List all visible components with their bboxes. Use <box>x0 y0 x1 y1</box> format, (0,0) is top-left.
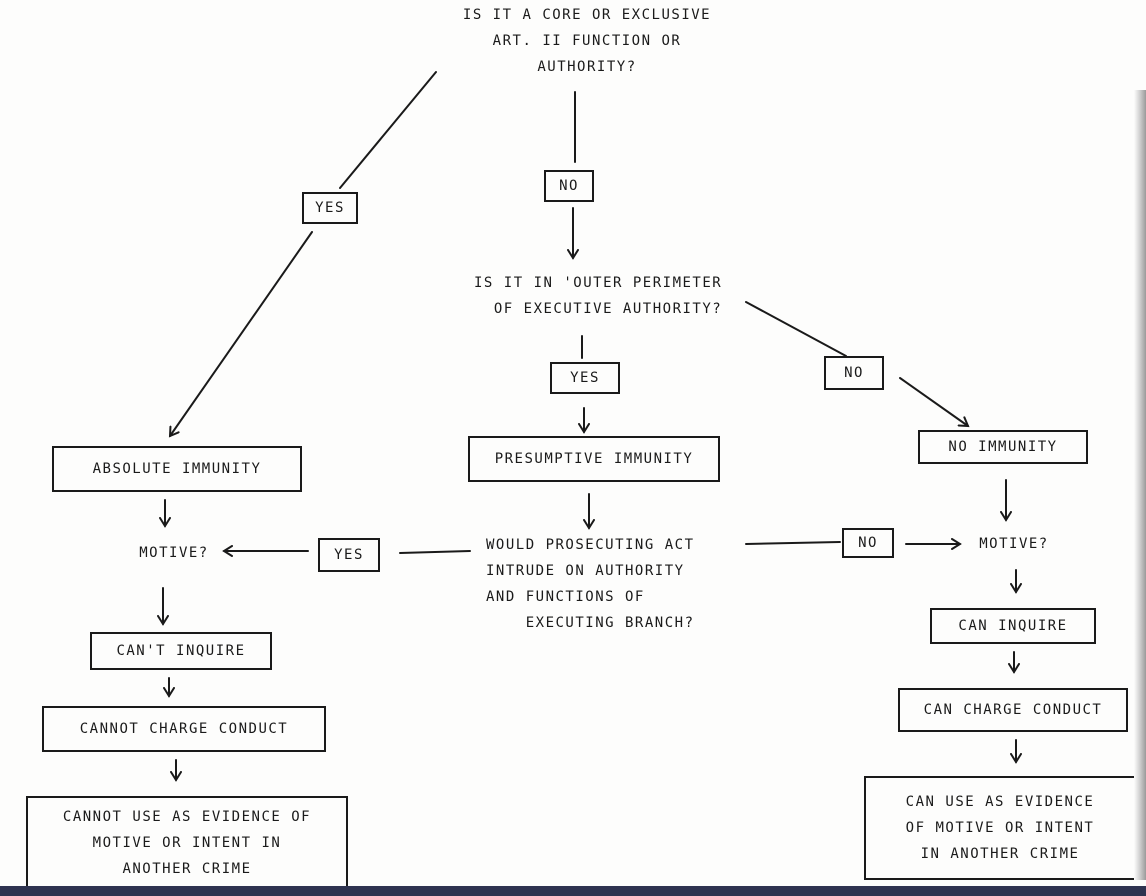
label-no-q3: NO <box>842 528 894 558</box>
bottom-bar <box>0 886 1146 896</box>
paper-edge <box>1134 90 1146 880</box>
label-no-q1: NO <box>544 170 594 202</box>
label-yes-q2: YES <box>550 362 620 394</box>
arrow-yes-to-absolute <box>168 231 313 438</box>
cannot-charge-box: CANNOT CHARGE CONDUCT <box>42 706 326 752</box>
line-q2-to-no <box>745 301 847 357</box>
line-q3-to-no <box>745 541 841 545</box>
question-intrude-on-authority: WOULD PROSECUTING ACT INTRUDE ON AUTHORI… <box>486 537 695 631</box>
label-yes-q1: YES <box>302 192 358 224</box>
label-no-q2: NO <box>824 356 884 390</box>
can-charge-box: CAN CHARGE CONDUCT <box>898 688 1128 732</box>
motive-right: MOTIVE? <box>979 536 1049 552</box>
question-outer-perimeter: IS IT IN 'OUTER PERIMETER OF EXECUTIVE A… <box>474 275 723 317</box>
arrow-no-to-no-immunity <box>899 377 970 428</box>
question-core-function: IS IT A CORE OR EXCLUSIVE ART. II FUNCTI… <box>462 7 712 75</box>
no-immunity-box: NO IMMUNITY <box>918 430 1088 464</box>
absolute-immunity-box: ABSOLUTE IMMUNITY <box>52 446 302 492</box>
line-q3-to-yes <box>399 550 471 554</box>
label-yes-q3: YES <box>318 538 380 572</box>
can-inquire-box: CAN INQUIRE <box>930 608 1096 644</box>
cannot-use-evidence-box: CANNOT USE AS EVIDENCE OF MOTIVE OR INTE… <box>26 796 348 888</box>
cant-inquire-box: CAN'T INQUIRE <box>90 632 272 670</box>
can-use-evidence-box: CAN USE AS EVIDENCE OF MOTIVE OR INTENT … <box>864 776 1136 880</box>
motive-left: MOTIVE? <box>139 545 209 561</box>
line-q1-to-yes <box>339 71 437 189</box>
presumptive-immunity-box: PRESUMPTIVE IMMUNITY <box>468 436 720 482</box>
